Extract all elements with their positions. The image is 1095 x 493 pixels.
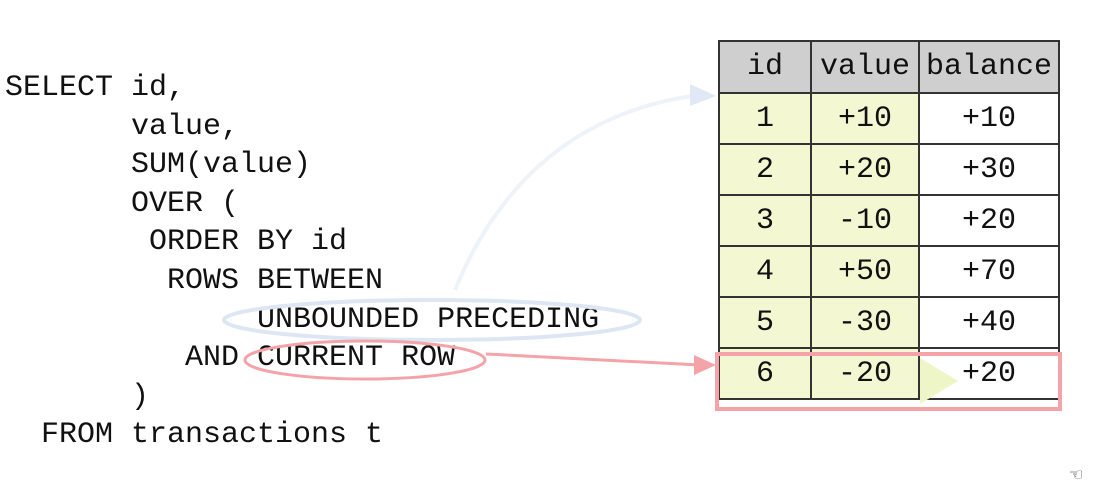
cell-balance: +10: [918, 92, 1060, 145]
cell-balance: +20: [918, 194, 1060, 247]
table-row: 5-30+40: [718, 296, 1060, 349]
code-line: SUM(value): [5, 148, 312, 183]
header-id: id: [718, 40, 812, 94]
sql-query: SELECT id, value, SUM(value) OVER ( ORDE…: [5, 69, 599, 455]
cell-balance: +70: [918, 245, 1060, 298]
code-line: ROWS BETWEEN: [5, 263, 384, 298]
cell-value: -30: [810, 296, 920, 349]
cell-value: +10: [810, 92, 920, 145]
cell-id: 6: [718, 347, 812, 400]
cell-value: +50: [810, 245, 920, 298]
unbounded-arrowhead: [690, 84, 716, 106]
result-table: id value balance 1+10+10 2+20+30 3-10+20…: [718, 40, 1060, 400]
cell-id: 5: [718, 296, 812, 349]
table-row: 4+50+70: [718, 245, 1060, 298]
current-row-arrowhead: [694, 355, 716, 375]
code-line: ORDER BY id: [5, 225, 348, 260]
code-line: OVER (: [5, 186, 240, 221]
cell-balance: +30: [918, 143, 1060, 196]
header-value: value: [810, 40, 920, 94]
table-header-row: id value balance: [718, 40, 1060, 94]
hand-cursor-icon: ☜: [1070, 465, 1083, 488]
code-line: value,: [5, 109, 240, 144]
cell-value: -10: [810, 194, 920, 247]
cell-balance: +20: [918, 347, 1060, 400]
code-line: UNBOUNDED PRECEDING: [5, 302, 600, 337]
table-row: 2+20+30: [718, 143, 1060, 196]
cell-id: 3: [718, 194, 812, 247]
code-line: ): [5, 379, 150, 414]
cell-id: 1: [718, 92, 812, 145]
table-row-current: 6-20+20: [718, 347, 1060, 400]
code-line: AND CURRENT ROW: [5, 341, 456, 376]
cell-value: +20: [810, 143, 920, 196]
cell-id: 4: [718, 245, 812, 298]
code-line: SELECT id,: [5, 71, 186, 105]
cell-value: -20: [810, 347, 920, 400]
cell-balance: +40: [918, 296, 1060, 349]
cell-id: 2: [718, 143, 812, 196]
table-row: 3-10+20: [718, 194, 1060, 247]
table-row: 1+10+10: [718, 92, 1060, 145]
header-balance: balance: [918, 40, 1060, 94]
code-line: FROM transactions t: [5, 418, 384, 453]
